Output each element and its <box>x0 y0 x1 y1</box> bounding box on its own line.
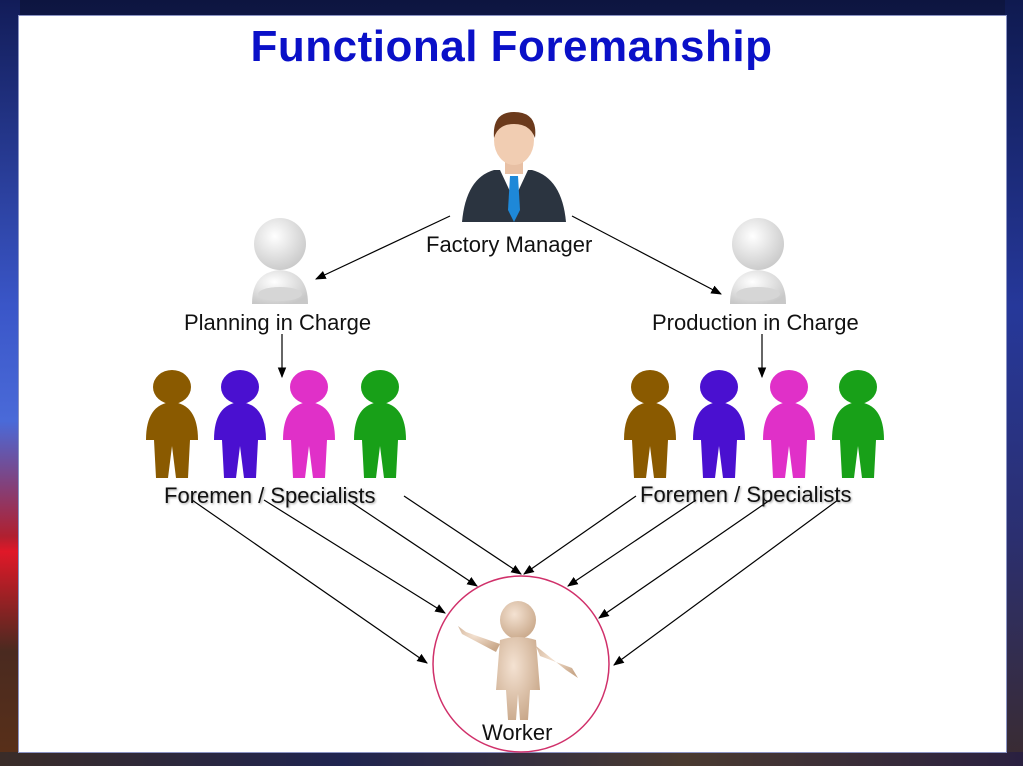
arrow-foreman-to-worker <box>347 499 478 587</box>
arrow-manager-to-production <box>571 215 722 295</box>
planning-label: Planning in Charge <box>184 310 372 335</box>
foreman-icon <box>693 370 745 478</box>
foreman-icon <box>283 370 335 478</box>
background-bottom-strip <box>0 752 1023 766</box>
background-left-strip <box>0 0 20 766</box>
arrow-foreman-to-worker <box>567 499 697 587</box>
arrow-foreman-to-worker <box>191 499 428 664</box>
foreman-icon <box>214 370 266 478</box>
worker-label: Worker <box>482 720 553 745</box>
planning-figure <box>252 218 308 304</box>
arrow-foreman-to-worker <box>263 499 446 614</box>
arrow-foreman-to-worker <box>598 499 771 619</box>
foremen-right-figures <box>624 370 884 478</box>
foreman-icon <box>146 370 198 478</box>
foremen-left-label: Foremen / Specialists <box>164 483 376 508</box>
foremen-right-label: Foremen / Specialists <box>640 482 852 507</box>
arrow-foreman-to-worker <box>403 495 522 575</box>
slide-title: Functional Foremanship <box>250 22 773 71</box>
arrow-manager-to-planning <box>315 215 451 280</box>
factory-manager-label: Factory Manager <box>426 232 593 257</box>
arrow-foreman-to-worker <box>613 499 839 666</box>
production-label: Production in Charge <box>652 310 859 335</box>
foreman-icon <box>763 370 815 478</box>
worker-figure <box>458 601 578 720</box>
foreman-icon <box>832 370 884 478</box>
arrow-foreman-to-worker <box>523 495 637 575</box>
foreman-icon <box>624 370 676 478</box>
manager-figure <box>462 112 566 222</box>
foreman-icon <box>354 370 406 478</box>
foremen-left-figures <box>146 370 406 478</box>
background-right-strip <box>1005 0 1023 766</box>
production-figure <box>730 218 786 304</box>
